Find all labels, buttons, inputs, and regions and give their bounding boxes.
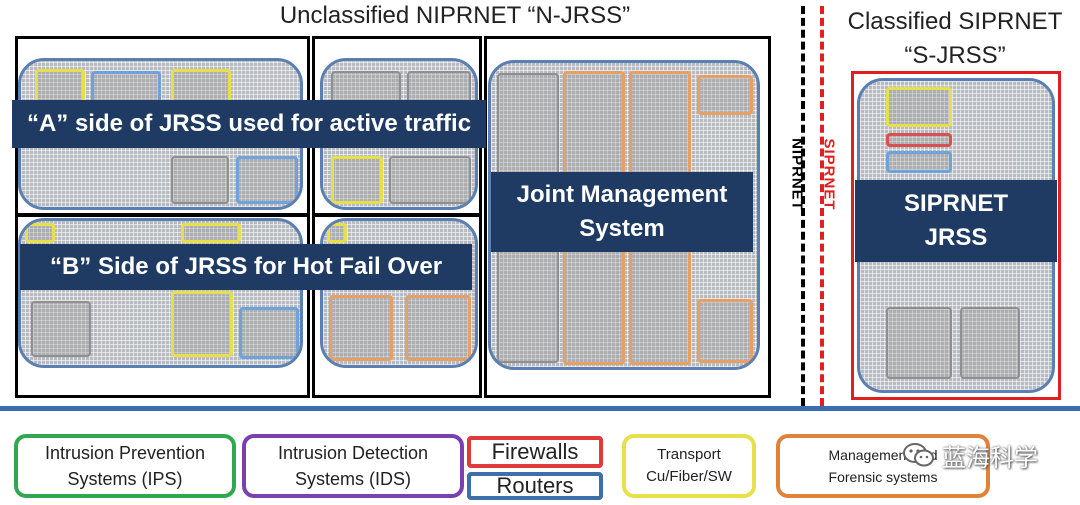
wechat-icon [902,441,936,469]
equipment-router [239,307,299,359]
equipment-router [886,151,952,173]
legend-firewalls: Firewalls [467,436,603,468]
watermark: 蓝海科学 [902,440,1038,472]
side-b-middle-panel [320,218,478,368]
jms-label-line2: System [579,215,665,242]
equipment-generic [31,301,91,357]
rack-frame-bottom-middle [312,214,482,398]
rack-frame-jms [484,36,771,398]
legend-management-line2: Forensic systems [828,469,938,485]
equipment-generic [171,156,229,204]
legend-management-word: Management [828,447,911,463]
equipment-transport [181,223,241,243]
legend-ids-line1: Intrusion Detection [277,443,429,463]
legend-ips-line2: Systems (IPS) [67,469,183,489]
rack-frame-bottom-left [15,214,310,398]
legend-transport: Transport Cu/Fiber/SW [622,434,756,498]
equipment-management [329,295,393,361]
siprnet-label-line1: SIPRNET [903,190,1008,217]
equipment-transport [171,291,233,357]
legend-ids: Intrusion Detection Systems (IDS) [242,434,464,498]
equipment-transport [331,156,383,204]
niprnet-divider-line [801,6,805,406]
siprnet-label-line2: JRSS [924,224,988,251]
niprnet-divider-label: NIPRNET [788,138,806,211]
equipment-transport [886,87,952,127]
niprnet-heading: Unclassified NIPRNET “N-JRSS” [279,2,631,29]
legend-ips: Intrusion Prevention Systems (IPS) [14,434,236,498]
side-b-left-panel [18,218,303,368]
siprnet-heading-line2: “S-JRSS” [904,42,1006,69]
siprnet-frame [851,71,1061,400]
equipment-firewall [886,133,952,147]
legend-ips-line1: Intrusion Prevention [44,443,206,463]
legend-divider [0,406,1080,411]
siprnet-label: SIPRNET JRSS [855,180,1057,262]
equipment-management [405,295,471,361]
equipment-transport [25,223,55,243]
equipment-generic [389,156,471,204]
legend-transport-line2: Cu/Fiber/SW [646,468,732,485]
legend-transport-line1: Transport [657,446,721,463]
legend-ids-line2: Systems (IDS) [294,469,411,489]
equipment-router [236,156,298,204]
siprnet-heading-line1: Classified SIPRNET [847,8,1063,35]
equipment-generic [886,307,952,379]
legend-routers: Routers [467,472,603,500]
equipment-transport [327,223,347,243]
equipment-management [697,299,753,363]
watermark-text: 蓝海科学 [942,443,1038,472]
jms-label-line1: Joint Management [516,181,728,208]
siprnet-divider-line [820,6,824,406]
equipment-generic [960,307,1020,379]
jms-label: Joint Management System [491,172,753,252]
side-b-label: “B” Side of JRSS for Hot Fail Over [20,244,472,290]
equipment-management [697,75,753,115]
siprnet-divider-label: SIPRNET [820,138,838,211]
side-a-label: “A” side of JRSS used for active traffic [12,100,486,148]
legend-management: Management and Forensic systems [776,434,990,498]
